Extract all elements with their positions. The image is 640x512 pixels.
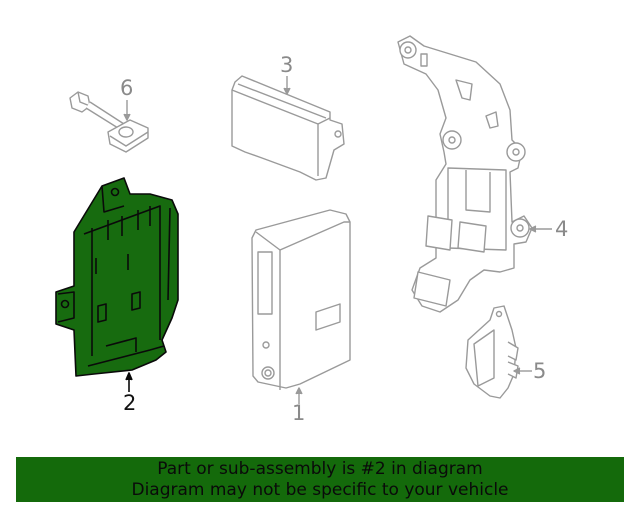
callout-2: 2: [123, 391, 137, 415]
callout-1: 1: [292, 401, 306, 425]
part-1-module: [251, 209, 351, 404]
callout-6: 6: [120, 76, 134, 100]
parts-diagram: [55, 35, 552, 404]
info-banner: Part or sub-assembly is #2 in diagram Di…: [16, 457, 624, 502]
part-2-bracket-highlighted: [55, 177, 179, 392]
callout-5: 5: [533, 359, 547, 383]
part-3-module: [231, 75, 345, 181]
banner-line-2: Diagram may not be specific to your vehi…: [131, 480, 509, 500]
part-5-connector: [465, 305, 532, 399]
callout-4: 4: [555, 217, 569, 241]
banner-line-1: Part or sub-assembly is #2 in diagram: [157, 459, 483, 479]
callout-3: 3: [280, 53, 294, 77]
part-4-bracket: [397, 35, 552, 313]
part-6-connector: [69, 91, 149, 153]
